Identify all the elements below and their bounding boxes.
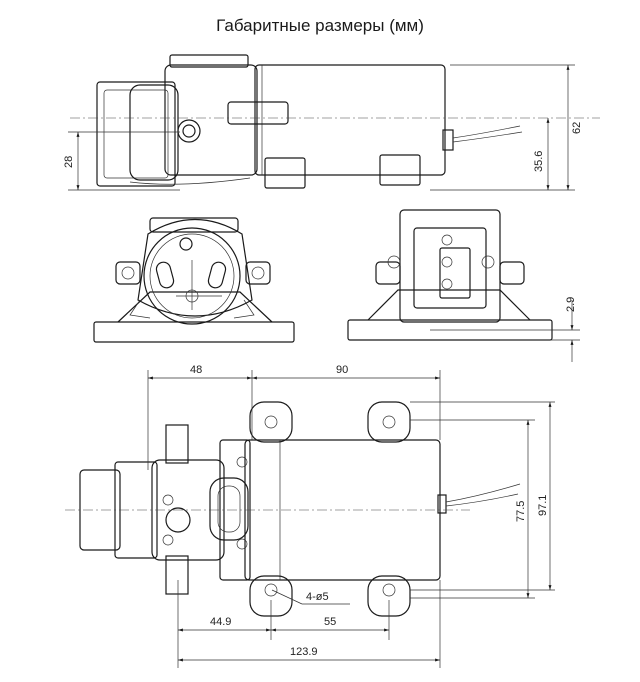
port-circle <box>177 119 201 143</box>
dim-90: 90 <box>336 364 348 376</box>
top-view <box>65 370 555 668</box>
dim-holes: 4-ø5 <box>306 591 329 603</box>
drawing-title: Габаритные размеры (мм) <box>216 16 424 35</box>
dim-55: 55 <box>324 616 336 628</box>
dim-35-6: 35.6 <box>533 151 545 172</box>
dim-48: 48 <box>190 364 202 376</box>
dim-62: 62 <box>571 122 583 134</box>
side-view <box>68 54 600 191</box>
rear-view <box>347 209 580 362</box>
front-view <box>93 217 295 343</box>
dim-28: 28 <box>63 156 75 168</box>
dim-123-9: 123.9 <box>290 646 318 658</box>
dim-97-1: 97.1 <box>537 495 549 516</box>
dim-2-9: 2.9 <box>565 297 577 312</box>
dim-77-5: 77.5 <box>515 501 527 522</box>
dim-44-9: 44.9 <box>210 616 231 628</box>
